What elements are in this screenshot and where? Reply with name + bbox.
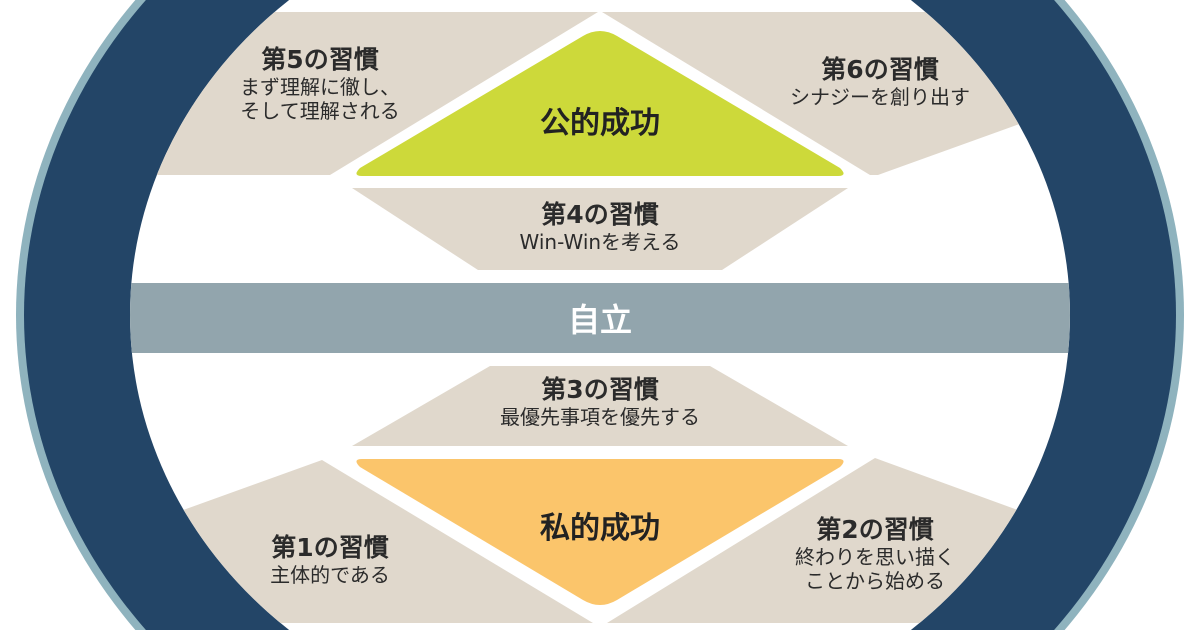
public-success-label: 公的成功	[540, 106, 660, 141]
habit-2-text-line-1: 終わりを思い描く	[795, 545, 955, 569]
habit-3-shape	[352, 366, 848, 446]
habit-5-label: 第5の習慣 まず理解に徹し、 そして理解される	[215, 45, 425, 123]
habit-2-label: 第2の習慣 終わりを思い描く ことから始める	[765, 515, 985, 593]
public-success-shape	[356, 31, 844, 176]
habit-1-text-line-1: 主体的である	[270, 563, 390, 587]
habit-6-text-line-1: シナジーを創り出す	[790, 85, 970, 109]
habit-4-number: 第4の習慣	[541, 200, 659, 229]
habit-4-shape	[352, 188, 848, 270]
habit-2-text-line-2: ことから始める	[805, 569, 945, 593]
habit-6-number: 第6の習慣	[821, 55, 939, 84]
private-success-label: 私的成功	[540, 511, 660, 546]
habit-4-text-line-1: Win-Winを考える	[519, 230, 681, 254]
habit-1-label: 第1の習慣 主体的である	[230, 533, 430, 587]
habit-5-text-line-1: まず理解に徹し、	[240, 75, 400, 99]
independence-band	[130, 283, 1070, 353]
habit-3-label: 第3の習慣 最優先事項を優先する	[450, 375, 750, 429]
habit-6-label: 第6の習慣 シナジーを創り出す	[765, 55, 995, 109]
habit-4-label: 第4の習慣 Win-Winを考える	[480, 200, 720, 254]
independence-label: 自立	[567, 301, 632, 339]
habit-2-number: 第2の習慣	[816, 515, 934, 544]
habit-3-number: 第3の習慣	[541, 375, 659, 404]
habit-3-text-line-1: 最優先事項を優先する	[500, 405, 700, 429]
private-success-shape	[356, 459, 844, 605]
habit-5-text-line-2: そして理解される	[240, 99, 400, 123]
habit-1-number: 第1の習慣	[271, 533, 389, 562]
habit-5-number: 第5の習慣	[261, 45, 379, 74]
